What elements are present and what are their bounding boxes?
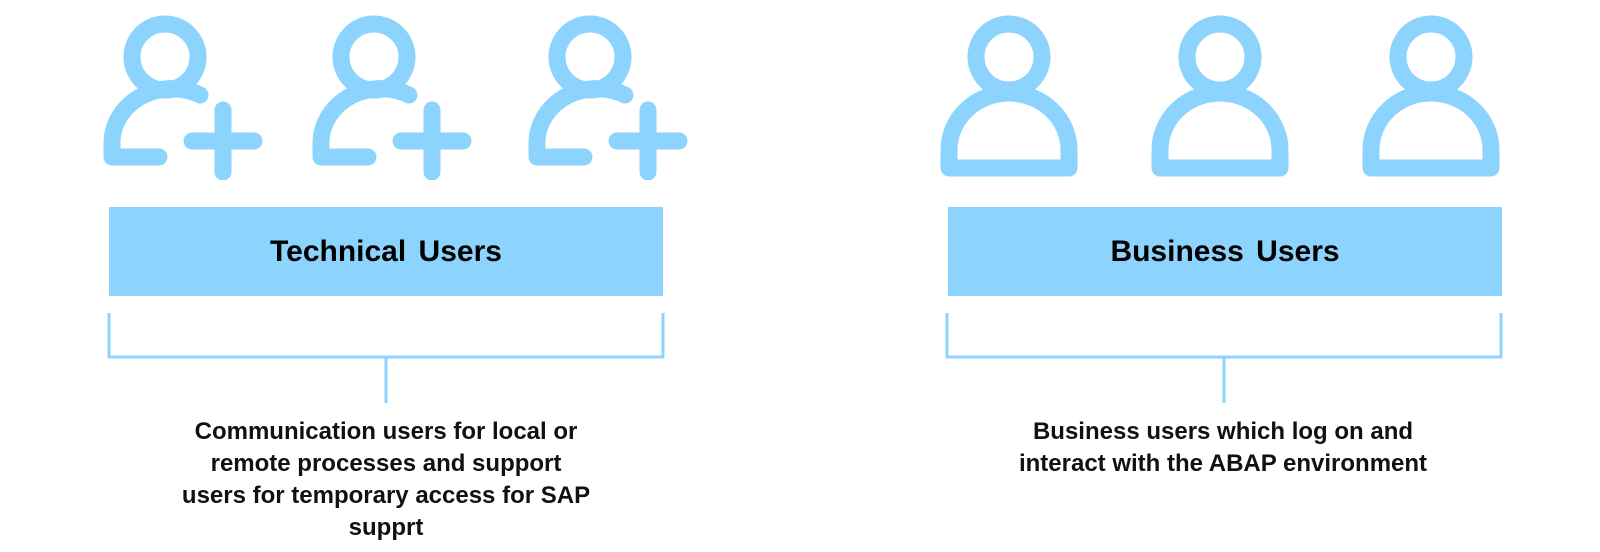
user-icon <box>1362 15 1500 177</box>
business-users-bracket <box>945 313 1503 403</box>
user-icon <box>940 15 1078 177</box>
business-users-label: Business Users <box>948 207 1502 296</box>
add-user-icon <box>312 15 472 180</box>
user-icon <box>1151 15 1289 177</box>
technical-users-label: Technical Users <box>109 207 663 296</box>
technical-users-bracket <box>107 313 665 403</box>
add-user-icon <box>528 15 688 180</box>
business-users-description: Business users which log on and interact… <box>1018 418 1428 477</box>
add-user-icon <box>103 15 263 180</box>
technical-users-description: Communication users for local or remote … <box>181 418 591 541</box>
